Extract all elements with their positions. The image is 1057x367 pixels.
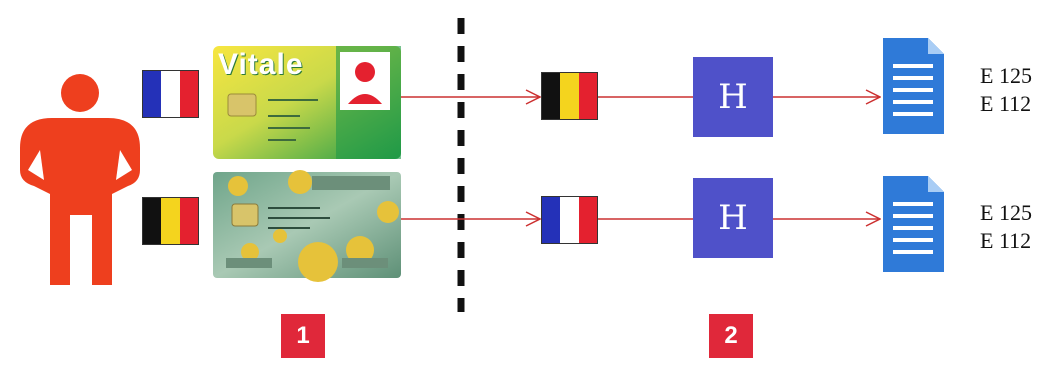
destination-flag-france	[541, 196, 598, 244]
forms-list-1: E 125 E 112	[980, 62, 1032, 118]
document-icon	[883, 38, 944, 134]
document-icon	[883, 176, 944, 272]
person-icon	[20, 74, 140, 285]
vitale-card	[213, 46, 401, 159]
belgian-card	[213, 170, 401, 282]
forms-list-2: E 125 E 112	[980, 199, 1032, 255]
form-label: E 125	[980, 63, 1032, 88]
step-badge-2: 2	[709, 314, 753, 358]
form-label: E 112	[980, 228, 1032, 253]
form-label: E 112	[980, 91, 1032, 116]
destination-flag-belgium	[541, 72, 598, 120]
origin-flag-france	[142, 70, 199, 118]
step-badge-1: 1	[281, 314, 325, 358]
form-label: E 125	[980, 200, 1032, 225]
hospital-box-1: H	[693, 57, 773, 137]
hospital-box-2: H	[693, 178, 773, 258]
vitale-card-brand: Vitale	[218, 48, 304, 81]
origin-flag-belgium	[142, 197, 199, 245]
